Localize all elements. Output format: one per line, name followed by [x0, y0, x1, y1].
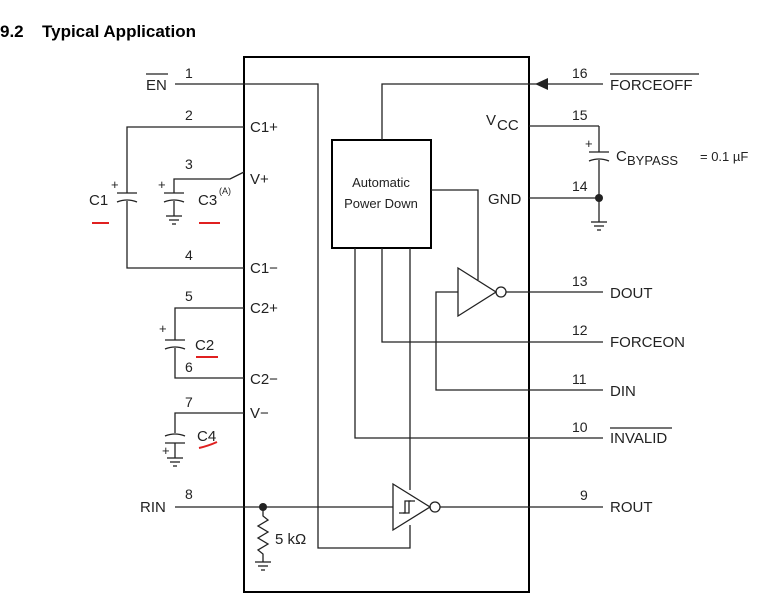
pin-number-7: 7 [185, 394, 193, 410]
pin3-lead [173, 171, 245, 193]
pin-label-c2m: C2− [250, 371, 278, 388]
c4-label: C4 [197, 428, 216, 445]
pin-number-4: 4 [185, 247, 193, 263]
din-label: DIN [610, 383, 636, 400]
gnd-junction-dot [595, 194, 603, 202]
pin-number-2: 2 [185, 107, 193, 123]
resistor-label: 5 kΩ [275, 531, 306, 548]
schmitt-trigger-icon [399, 500, 411, 514]
pin-number-14: 14 [572, 178, 588, 194]
cbypass-value: = 0.1 µF [700, 149, 748, 164]
cbypass-subscript: BYPASS [627, 153, 678, 168]
cbypass-label: C [616, 148, 627, 165]
pin16-lead [381, 83, 603, 140]
forceon-label: FORCEON [610, 334, 685, 351]
cbypass-plus: + [585, 136, 593, 151]
c3-plate-bottom [163, 199, 185, 203]
pin-number-1: 1 [185, 65, 193, 81]
c1-label: C1 [89, 192, 108, 209]
c1-plate-bottom [116, 199, 138, 203]
resistor-5k [256, 507, 270, 562]
c4-underline [198, 441, 218, 449]
block-to-driver-wire [431, 189, 479, 280]
gnd-label: GND [488, 191, 522, 208]
vcc-label: V [486, 112, 496, 129]
vcc-subscript: CC [497, 117, 519, 134]
c3-note: (A) [219, 186, 231, 196]
pin-number-8: 8 [185, 486, 193, 502]
pin-number-11: 11 [572, 371, 587, 387]
c1-plus: + [111, 177, 119, 192]
dout-label: DOUT [610, 285, 653, 302]
pin-number-10: 10 [572, 419, 588, 435]
pin11-lead [435, 291, 603, 391]
block-label-line1: Automatic [352, 175, 410, 190]
pin12-lead [381, 248, 603, 343]
pin-number-6: 6 [185, 359, 193, 375]
pin5-lead [174, 307, 244, 340]
rout-label: ROUT [610, 499, 653, 516]
en-label: EN [146, 77, 167, 94]
chip-outline [243, 56, 530, 593]
pin-label-vm: V− [250, 405, 269, 422]
c2-plus: + [159, 321, 167, 336]
pin-number-3: 3 [185, 156, 193, 172]
c4-plate-top [164, 433, 186, 437]
rout-receiver-bubble [429, 501, 441, 513]
section-title: Typical Application [42, 22, 196, 41]
c3-label: C3 [198, 192, 217, 209]
pin-label-c2p: C2+ [250, 300, 278, 317]
section-number: 9.2 [0, 22, 24, 41]
pin-number-5: 5 [185, 288, 193, 304]
pin-number-15: 15 [572, 107, 588, 123]
pin-number-9: 9 [580, 487, 588, 503]
dout-driver-bubble [495, 286, 507, 298]
pin2-lead [126, 126, 244, 193]
schmitt-trigger-icon-2 [403, 500, 415, 514]
pin-label-c1m: C1− [250, 260, 278, 277]
power-down-block [331, 139, 432, 249]
c4-plus: + [162, 443, 170, 458]
rout-receiver [392, 482, 432, 532]
c2-label: C2 [195, 337, 214, 354]
pin-number-13: 13 [572, 273, 588, 289]
en-internal-wire [244, 83, 411, 549]
pin7-lead [174, 412, 244, 433]
forceoff-arrow-icon [535, 78, 548, 90]
pin-label-vp: V+ [250, 171, 269, 188]
invalid-label: INVALID [610, 430, 667, 447]
c2-plate-bottom [164, 346, 186, 350]
dout-driver [457, 266, 498, 318]
pin-number-12: 12 [572, 322, 588, 338]
rin-label: RIN [140, 499, 166, 516]
pin-label-c1p: C1+ [250, 119, 278, 136]
block-label-line2: Power Down [344, 196, 418, 211]
cbypass-plate-bottom [588, 158, 610, 162]
pin6-lead [174, 348, 244, 379]
forceoff-label: FORCEOFF [610, 77, 693, 94]
pin4-lead [126, 201, 244, 269]
pin-number-16: 16 [572, 65, 588, 81]
c3-plus: + [158, 177, 166, 192]
pin10-lead [354, 248, 603, 439]
